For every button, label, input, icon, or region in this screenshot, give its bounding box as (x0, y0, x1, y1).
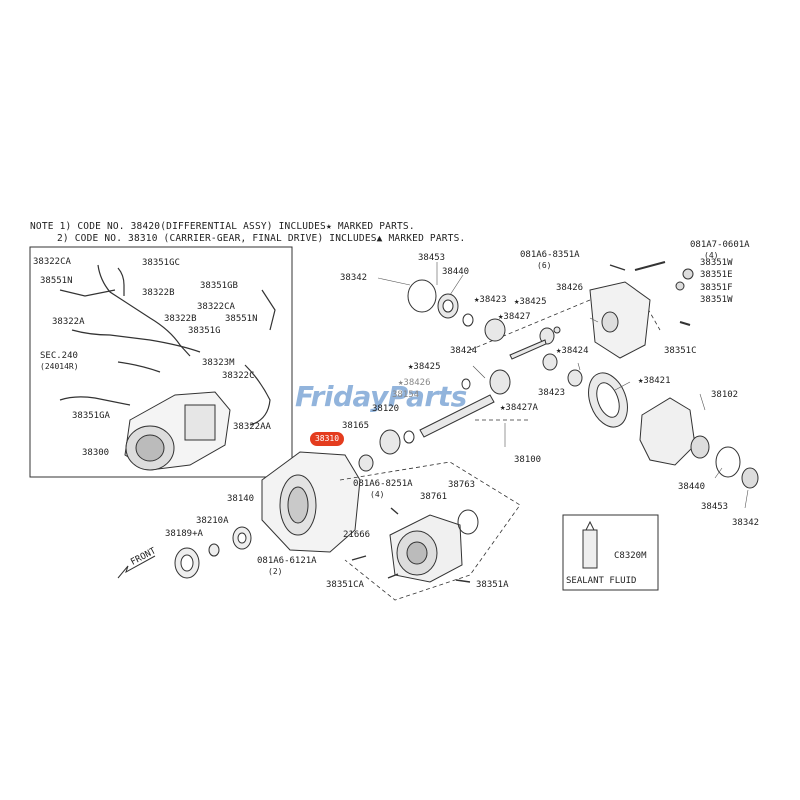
part-label: 38120 (372, 404, 400, 414)
part-label: 38165 (342, 421, 370, 431)
part-label: 38440 (442, 267, 470, 277)
bolt-qty: (4) (704, 251, 719, 260)
carrier-case (261, 451, 361, 553)
part-label: 38453 (701, 502, 729, 512)
bolt-label: 081A6-8251A (353, 479, 413, 489)
part-label: 38351GB (200, 281, 238, 291)
part-label: 38323M (202, 358, 235, 368)
part-label: 38322A (52, 317, 85, 327)
part-label: 38342 (340, 273, 368, 283)
highlighted-part-38310[interactable]: 38310 (310, 432, 344, 446)
part-label: 38551N (40, 276, 73, 286)
bolt-label: 081A7-0601A (690, 240, 750, 250)
part-label: ★38427A (500, 403, 538, 413)
part-label: 38763 (448, 480, 476, 490)
leader-lines (377, 262, 749, 509)
part-label: ★38421 (638, 376, 671, 386)
part-label: 38322CA (33, 257, 71, 267)
differential-case (639, 397, 759, 489)
part-label: 38210A (196, 516, 229, 526)
part-label: ★38426 (398, 378, 431, 388)
part-label: 38351C (664, 346, 697, 356)
part-label: 38551N (225, 314, 258, 324)
part-label: 38351GC (142, 258, 180, 268)
part-label: 38351GA (72, 411, 110, 421)
watermark-logo: FridayParts (295, 380, 467, 413)
part-label: 38423 (538, 388, 566, 398)
part-label: 38322C (222, 371, 255, 381)
sealant-label: SEALANT FLUID (566, 576, 637, 586)
part-label: 38154 (392, 390, 420, 400)
part-label: 38761 (420, 492, 448, 502)
part-label: ★38424 (556, 346, 589, 356)
part-label: 38100 (514, 455, 542, 465)
part-label: 38322CA (197, 302, 235, 312)
part-label: 38351G (188, 326, 221, 336)
part-label: 38102 (711, 390, 739, 400)
sealant-box (562, 514, 659, 591)
part-label: 38351A (476, 580, 509, 590)
assembly-inset-frame (29, 246, 293, 478)
part-label: ★38425 (514, 297, 547, 307)
companion-flange-parts (174, 526, 252, 579)
part-label: 38440 (678, 482, 706, 492)
ring-gear (588, 372, 628, 428)
part-label: SEC.240 (40, 351, 78, 361)
part-label: 38322B (164, 314, 197, 324)
front-arrow-icon (117, 555, 156, 579)
part-label: 38426 (556, 283, 584, 293)
part-label: 21666 (343, 530, 371, 540)
part-label: ★38427 (498, 312, 531, 322)
pinion-gear-set (358, 279, 583, 472)
inset-breather-hose (59, 264, 276, 426)
note-line-1: NOTE 1) CODE NO. 38420(DIFFERENTIAL ASSY… (30, 221, 415, 232)
bolt-qty: (2) (268, 567, 283, 576)
note-line-2: 2) CODE NO. 38310 (CARRIER-GEAR, FINAL D… (57, 233, 466, 244)
part-label: ★38425 (408, 362, 441, 372)
rear-housing (589, 261, 694, 359)
rear-cover (389, 509, 479, 583)
bolt-label: 38351W (700, 295, 733, 305)
sealant-code: C8320M (614, 551, 647, 561)
part-label: 38140 (227, 494, 255, 504)
bolt-qty: (4) (370, 490, 385, 499)
part-label: 38424 (450, 346, 478, 356)
part-label: (24014R) (40, 362, 79, 371)
part-label: ★38423 (474, 295, 507, 305)
bolt-label: 38351W (700, 258, 733, 268)
inset-carrier-housing (124, 391, 231, 471)
bolt-label: 38351E (700, 270, 733, 280)
part-label: 38453 (418, 253, 446, 263)
part-label: 38300 (82, 448, 110, 458)
part-label: 38342 (732, 518, 760, 528)
bolt-label: 081A6-8351A (520, 250, 580, 260)
bolt-label: 081A6-6121A (257, 556, 317, 566)
bolts (351, 264, 626, 583)
part-label: 38322B (142, 288, 175, 298)
part-label: 38322AA (233, 422, 271, 432)
part-label: 38189+A (165, 529, 203, 539)
part-label: 38351CA (326, 580, 364, 590)
bolt-qty: (6) (537, 261, 552, 270)
bolt-label: 38351F (700, 283, 733, 293)
